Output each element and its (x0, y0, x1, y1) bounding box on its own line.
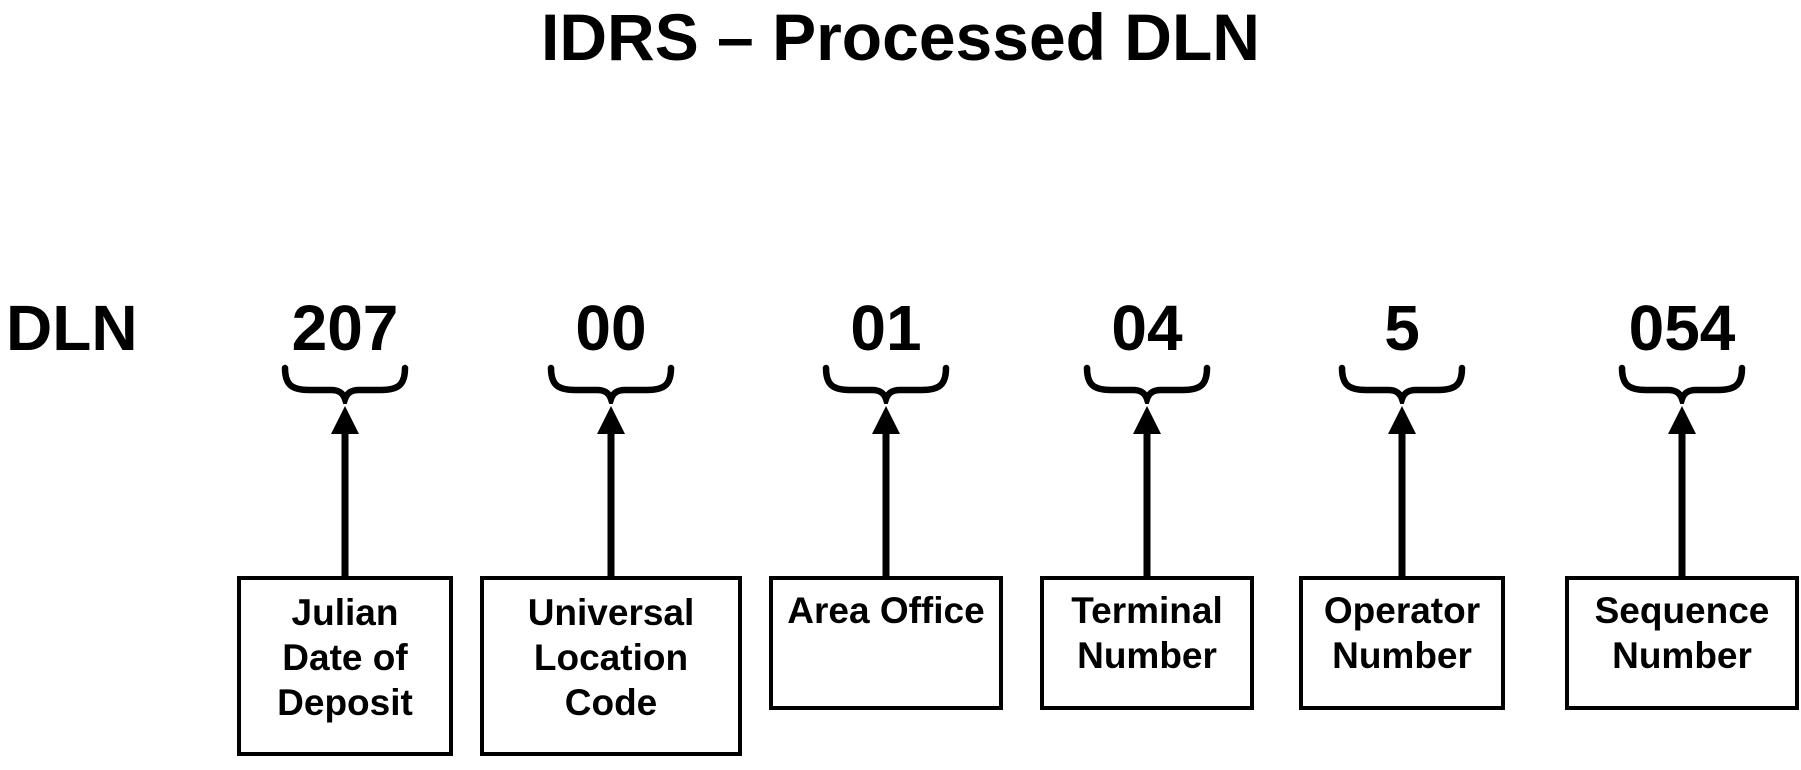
segment-value: 054 (1628, 292, 1736, 364)
segment-column-universal-location: 00 Universal Location Code (480, 296, 742, 756)
segment-column-area-office: 01 Area Office (769, 296, 1003, 710)
segment-box-label: Sequence Number (1594, 590, 1770, 676)
dln-label: DLN (6, 292, 138, 364)
up-arrow-icon (331, 406, 359, 576)
underbrace-icon (822, 364, 950, 404)
segment-column-terminal-number: 04 Terminal Number (1040, 296, 1254, 710)
up-arrow-icon (1388, 406, 1416, 576)
up-arrow-icon (872, 406, 900, 576)
segment-box: Area Office (769, 576, 1003, 710)
segment-box: Terminal Number (1040, 576, 1254, 710)
segment-box: Universal Location Code (480, 576, 742, 756)
segment-box: Operator Number (1299, 576, 1505, 710)
up-arrow-icon (597, 406, 625, 576)
underbrace-icon (1618, 364, 1746, 404)
segment-box-label: Julian Date of Deposit (277, 592, 413, 723)
page-title: IDRS – Processed DLN (541, 0, 1260, 74)
up-arrow-icon (1133, 406, 1161, 576)
segment-value: 01 (850, 292, 922, 364)
segment-value: 00 (575, 292, 647, 364)
segment-box-label: Terminal Number (1071, 590, 1223, 676)
underbrace-icon (547, 364, 675, 404)
segment-box: Sequence Number (1565, 576, 1799, 710)
underbrace-icon (281, 364, 409, 404)
segment-box-label: Area Office (787, 590, 985, 631)
segment-value: 5 (1384, 292, 1420, 364)
segment-value: 04 (1111, 292, 1183, 364)
underbrace-icon (1083, 364, 1211, 404)
segment-column-operator-number: 5 Operator Number (1299, 296, 1505, 710)
segment-box-label: Operator Number (1323, 590, 1481, 676)
up-arrow-icon (1668, 406, 1696, 576)
underbrace-icon (1338, 364, 1466, 404)
segment-value: 207 (291, 292, 399, 364)
segment-box: Julian Date of Deposit (237, 576, 453, 756)
segment-column-julian-date: 207 Julian Date of Deposit (237, 296, 453, 756)
segment-box-label: Universal Location Code (527, 592, 695, 723)
segment-column-sequence-number: 054 Sequence Number (1565, 296, 1799, 710)
